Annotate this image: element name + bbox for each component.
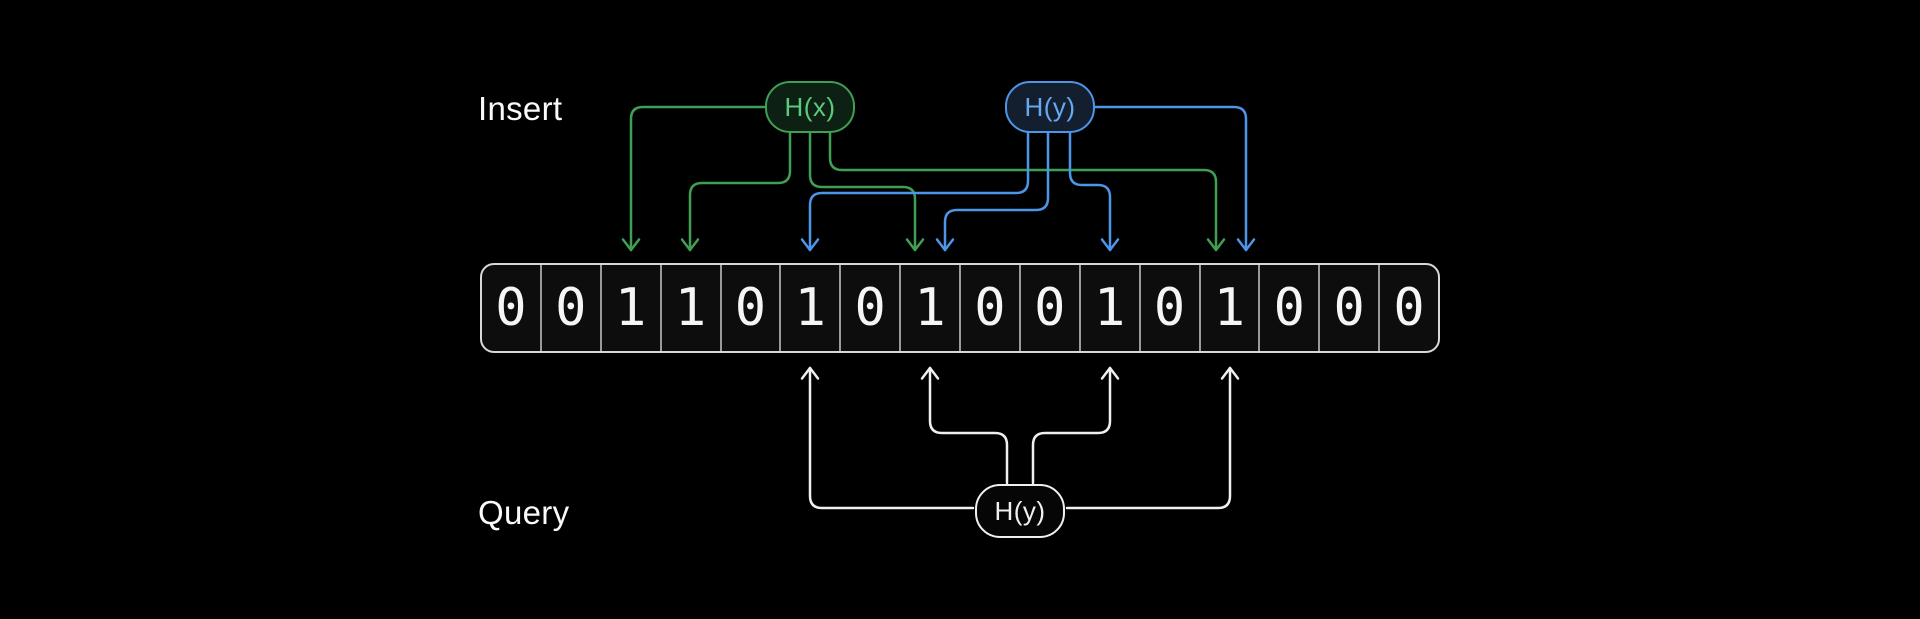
bit-value-12: 1: [1213, 278, 1246, 338]
wire-query-to-cell12: [1065, 366, 1232, 510]
hash-x-insert-node-label: H(x): [784, 91, 836, 122]
bit-cell-15: 0: [1380, 265, 1438, 351]
bit-cell-1: 0: [542, 265, 602, 351]
bit-cell-12: 1: [1201, 265, 1261, 351]
bit-value-15: 0: [1393, 278, 1425, 338]
bit-cell-3: 1: [662, 265, 722, 351]
bit-cell-10: 1: [1081, 265, 1141, 351]
hash-x-wires: [621, 105, 1226, 252]
wire-query-to-cell7: [928, 366, 1009, 485]
wire-hy-to-cell7: [943, 131, 1050, 252]
query-label: Query: [478, 494, 570, 531]
hash-y-query-node: H(y): [975, 484, 1065, 538]
wire-query-to-cell5: [808, 366, 975, 510]
bit-cell-14: 0: [1320, 265, 1381, 351]
insert-label: Insert: [478, 90, 563, 127]
bit-value-10: 1: [1094, 278, 1126, 338]
arrowhead-white-cell7: [920, 366, 940, 380]
bit-value-2: 1: [615, 278, 647, 338]
bit-value-4: 0: [734, 278, 767, 338]
hash-y-insert-node: H(y): [1005, 81, 1095, 133]
bit-value-0: 0: [495, 278, 527, 338]
bit-value-11: 0: [1153, 278, 1186, 338]
bit-value-14: 0: [1333, 278, 1365, 338]
bit-cell-8: 0: [961, 265, 1021, 351]
bit-cell-6: 0: [841, 265, 902, 351]
bit-cell-0: 0: [482, 265, 542, 351]
bit-value-1: 0: [555, 278, 587, 338]
bit-value-13: 0: [1273, 278, 1305, 338]
bit-cell-9: 0: [1021, 265, 1081, 351]
bit-value-3: 1: [674, 278, 707, 338]
arrowhead-blue-cell5: [800, 238, 820, 252]
hash-y-insert-node-label: H(y): [1024, 91, 1076, 122]
arrowhead-white-cell12: [1220, 366, 1240, 380]
hash-y-query-node-label: H(y): [994, 495, 1046, 526]
bit-cell-5: 1: [781, 265, 842, 351]
arrowhead-green-cell7: [905, 238, 925, 252]
wire-hx-to-cell7: [808, 131, 917, 252]
bit-cell-7: 1: [901, 265, 961, 351]
wire-hx-to-cell12: [828, 131, 1218, 252]
arrowhead-green-cell2: [621, 238, 641, 252]
bit-value-6: 0: [854, 278, 886, 338]
wire-hx-to-cell2: [629, 105, 768, 252]
arrowhead-white-cell5: [800, 366, 820, 380]
wire-hy-to-cell10: [1068, 131, 1112, 252]
wire-hy-to-cell12: [1092, 105, 1248, 252]
hash-x-insert-node: H(x): [765, 81, 855, 133]
bit-value-5: 1: [794, 278, 826, 338]
arrowhead-green-cell3: [680, 238, 700, 252]
bit-cell-4: 0: [722, 265, 782, 351]
bit-cell-13: 0: [1260, 265, 1321, 351]
wire-hx-to-cell3: [688, 131, 792, 252]
bit-cell-11: 0: [1141, 265, 1201, 351]
bit-cell-2: 1: [602, 265, 662, 351]
arrowhead-blue-cell12: [1236, 238, 1256, 252]
bit-array: 0 0 1 1 0 1 0 1 0 0 1 0 1 0 0 0: [480, 263, 1440, 353]
arrowhead-white-cell10: [1100, 366, 1120, 380]
wire-query-to-cell10: [1031, 366, 1112, 485]
arrowhead-green-cell12: [1206, 238, 1226, 252]
wire-hy-to-cell5: [808, 131, 1030, 252]
bit-value-8: 0: [974, 278, 1006, 338]
arrowhead-blue-cell10: [1100, 238, 1120, 252]
bit-value-9: 0: [1034, 278, 1066, 338]
bit-value-7: 1: [914, 278, 946, 338]
arrowhead-blue-cell7: [935, 238, 955, 252]
